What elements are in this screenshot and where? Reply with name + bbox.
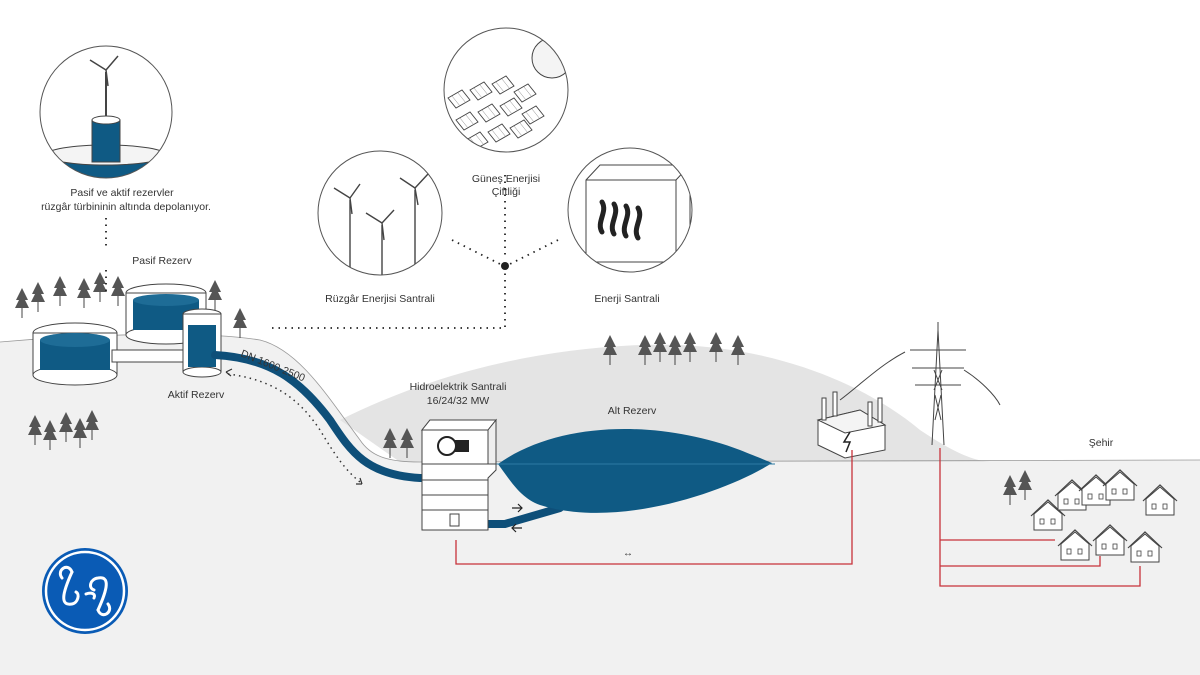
transmission-pylon	[839, 322, 1001, 446]
wind-plant-label: Rüzgâr Enerjisi Santrali	[325, 293, 435, 305]
aktif-rezerv-label: Aktif Rezerv	[167, 389, 225, 401]
dotted-connectors	[105, 175, 559, 329]
wind-storage-caption-line-1: Pasif ve aktif rezervler	[70, 187, 174, 199]
wind-plant-vignette	[318, 151, 442, 275]
power-plant-label: Enerji Santrali	[594, 293, 660, 305]
wind-storage-vignette	[40, 46, 172, 178]
pasif-rezerv-tank-left	[32, 322, 118, 386]
substation	[816, 391, 887, 459]
hydro-plant-label-line-1: Hidroelektrik Santrali	[409, 381, 507, 393]
hydro-plant-label-line-2: 16/24/32 MW	[426, 395, 490, 407]
power-lines	[455, 448, 1141, 587]
penstock-pipe	[211, 351, 564, 528]
power-plant-vignette	[568, 148, 692, 272]
wind-storage-caption-line-2: rüzgâr türbininin altında depolanıyor.	[41, 201, 211, 213]
alt-rezerv-water	[498, 429, 772, 513]
solar-farm-label-line-2: Çiftliği	[491, 186, 521, 198]
pasif-rezerv-label: Pasif Rezerv	[132, 255, 192, 267]
ge-logo-icon	[42, 548, 128, 634]
city-label: Şehir	[1088, 437, 1114, 449]
solar-farm-vignette	[444, 28, 568, 152]
aktif-rezerv-tank	[111, 308, 222, 378]
hydroelectric-plant	[420, 418, 498, 531]
alt-rezerv-label: Alt Rezerv	[607, 405, 657, 417]
power-flow-arrow: ↔	[623, 548, 633, 559]
solar-farm-label-line-1: Güneş Enerjisi	[471, 173, 541, 185]
connector-hub	[501, 262, 509, 270]
